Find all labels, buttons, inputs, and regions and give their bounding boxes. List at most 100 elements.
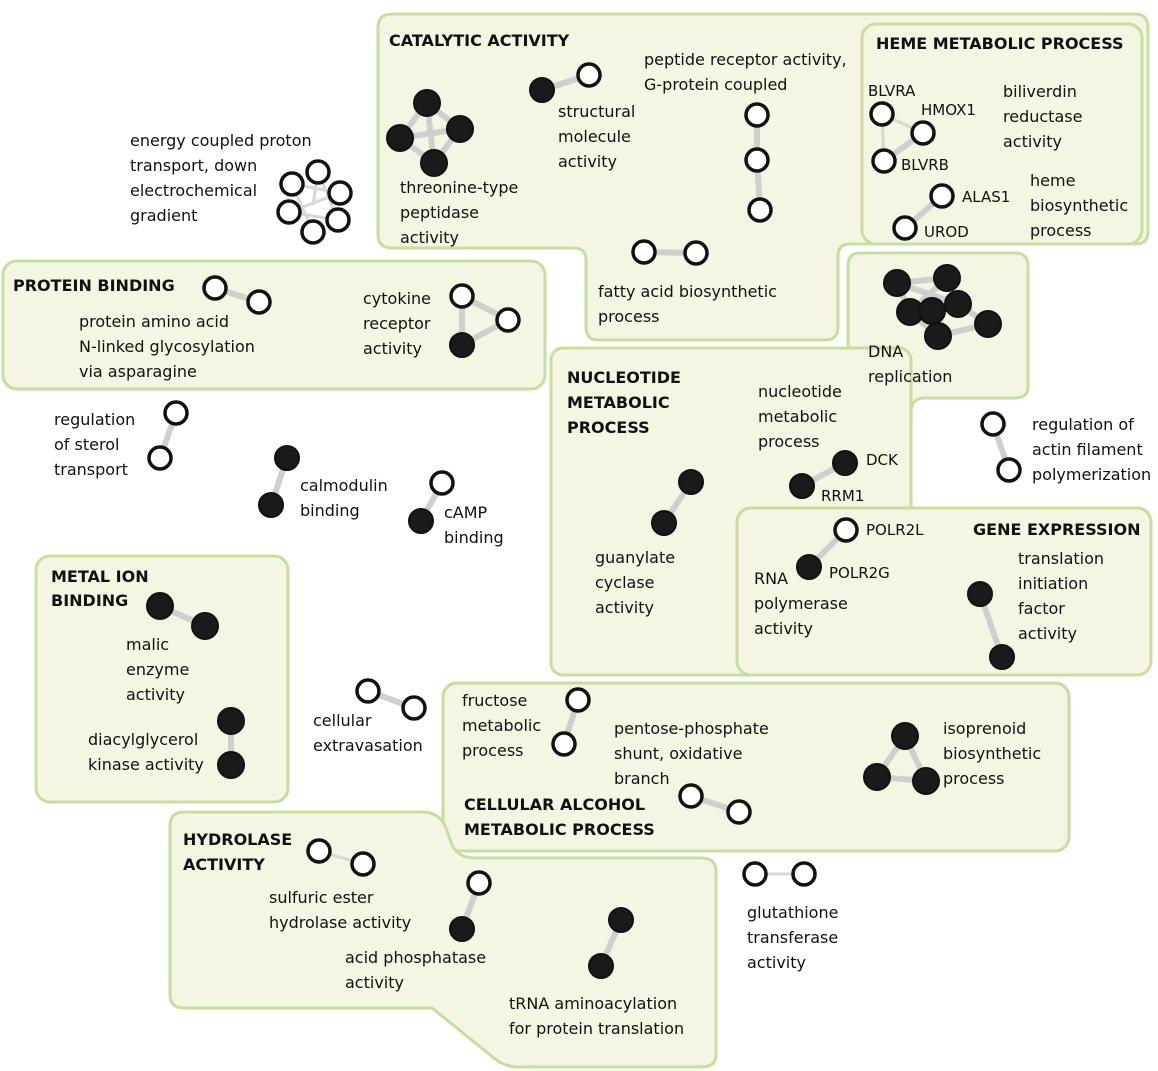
node bbox=[747, 197, 773, 223]
node bbox=[918, 297, 946, 325]
label-calmodulin-binding: calmodulin binding bbox=[300, 476, 393, 520]
node bbox=[350, 851, 376, 877]
node-RRM1 bbox=[789, 473, 815, 499]
node bbox=[744, 102, 770, 128]
node bbox=[863, 763, 891, 791]
node bbox=[446, 115, 474, 143]
group-title-nucleotide-metabolic-process: NUCLEOTIDE METABOLIC PROCESS bbox=[567, 368, 687, 437]
label-malic-enzyme: malic enzyme activity bbox=[126, 635, 194, 704]
label-diacylglycerol-kinase: diacylglycerol kinase activity bbox=[88, 730, 204, 774]
gene-label-HMOX1: HMOX1 bbox=[921, 101, 976, 119]
node bbox=[163, 400, 189, 426]
gene-label-DCK: DCK bbox=[866, 451, 899, 469]
node bbox=[429, 470, 455, 496]
label-isoprenoid-biosynthetic: isoprenoid biosynthetic process bbox=[943, 719, 1046, 788]
label-protein-amino-acid-glycosylation: protein amino acid N-linked glycosylatio… bbox=[79, 312, 260, 381]
node bbox=[791, 861, 817, 887]
node bbox=[651, 510, 677, 536]
label-regulation-of-actin-filament: regulation of actin filament polymerizat… bbox=[1032, 415, 1151, 484]
node bbox=[883, 269, 911, 297]
node bbox=[276, 199, 302, 225]
label-trna-aminoacylation: tRNA aminoacylation for protein translat… bbox=[509, 994, 684, 1038]
node bbox=[217, 751, 245, 779]
group-title-protein-binding: PROTEIN BINDING bbox=[13, 276, 175, 295]
group-title-catalytic-activity: CATALYTIC ACTIVITY bbox=[389, 31, 570, 50]
group-box-metal-ion-binding bbox=[34, 554, 290, 804]
node bbox=[924, 322, 952, 350]
label-cytokine-receptor: cytokine receptor activity bbox=[363, 289, 436, 358]
node bbox=[274, 445, 300, 471]
node bbox=[495, 307, 521, 333]
group-title-cellular-alcohol-metabolic-process: CELLULAR ALCOHOL METABOLIC PROCESS bbox=[464, 795, 655, 839]
node bbox=[996, 457, 1022, 483]
label-structural-molecule-activity: structural molecule activity bbox=[558, 102, 640, 171]
node bbox=[744, 147, 770, 173]
group-title-hydrolase-activity: HYDROLASE ACTIVITY bbox=[183, 830, 298, 874]
node bbox=[529, 77, 555, 103]
node-HMOX1 bbox=[910, 120, 936, 146]
node bbox=[306, 838, 332, 864]
node bbox=[386, 124, 414, 152]
node bbox=[246, 289, 272, 315]
label-camp-binding: cAMP binding bbox=[444, 503, 504, 547]
label-heme-biosynthetic: heme biosynthetic process bbox=[1030, 171, 1133, 240]
label-sulfuric-ester-hydrolase: sulfuric ester hydrolase activity bbox=[269, 888, 411, 932]
label-glutathione-transferase: glutathione transferase activity bbox=[747, 903, 844, 972]
label-guanylate-cyclase: guanylate cyclase activity bbox=[595, 548, 680, 617]
label-threonine-type-peptidase: threonine-type peptidase activity bbox=[400, 178, 523, 247]
node bbox=[967, 581, 993, 607]
label-fatty-acid-biosynthetic: fatty acid biosynthetic process bbox=[598, 282, 782, 326]
node bbox=[355, 678, 381, 704]
node bbox=[631, 239, 657, 265]
nodes bbox=[146, 62, 1022, 979]
gene-label-POLR2G: POLR2G bbox=[829, 564, 890, 582]
node bbox=[305, 159, 331, 185]
node bbox=[325, 207, 351, 233]
label-acid-phosphatase: acid phosphatase activity bbox=[345, 948, 491, 992]
node bbox=[683, 240, 709, 266]
node bbox=[891, 722, 919, 750]
node-UROD bbox=[892, 215, 918, 241]
label-pentose-phosphate-shunt: pentose-phosphate shunt, oxidative branc… bbox=[614, 719, 774, 788]
gene-label-RRM1: RRM1 bbox=[821, 487, 864, 505]
node-POLR2L bbox=[833, 517, 859, 543]
node bbox=[933, 264, 961, 292]
label-nucleotide-metabolic-process: nucleotide metabolic process bbox=[758, 382, 847, 451]
node bbox=[726, 799, 752, 825]
gene-label-ALAS1: ALAS1 bbox=[962, 188, 1010, 206]
node bbox=[449, 916, 475, 942]
label-regulation-of-sterol-transport: regulation of sterol transport bbox=[54, 410, 140, 479]
node bbox=[974, 310, 1002, 338]
gene-label-BLVRB: BLVRB bbox=[901, 156, 949, 174]
label-cellular-extravasation: cellular extravasation bbox=[313, 711, 423, 755]
node bbox=[147, 445, 173, 471]
node bbox=[565, 687, 591, 713]
gene-label-UROD: UROD bbox=[924, 223, 969, 241]
node bbox=[678, 469, 704, 495]
gene-label-POLR2L: POLR2L bbox=[866, 521, 924, 539]
node bbox=[449, 332, 475, 358]
node bbox=[413, 89, 441, 117]
node bbox=[989, 644, 1015, 670]
node bbox=[466, 870, 492, 896]
group-box-gene-expression bbox=[735, 506, 1153, 677]
node-POLR2G bbox=[796, 554, 822, 580]
node bbox=[401, 695, 427, 721]
label-dna-replication: DNA replication bbox=[868, 342, 952, 386]
node bbox=[408, 508, 434, 534]
group-box-protein-binding bbox=[1, 259, 547, 391]
node-ALAS1 bbox=[929, 183, 955, 209]
node bbox=[678, 783, 704, 809]
label-biliverdin-reductase: biliverdin reductase activity bbox=[1003, 82, 1088, 151]
node bbox=[191, 612, 219, 640]
group-title-metal-ion-binding: METAL ION BINDING bbox=[51, 567, 154, 610]
node-BLVRA bbox=[869, 101, 895, 127]
node bbox=[300, 219, 326, 245]
node bbox=[980, 411, 1006, 437]
group-title-heme-metabolic-process: HEME METABOLIC PROCESS bbox=[876, 34, 1124, 53]
node bbox=[551, 731, 577, 757]
node bbox=[279, 171, 305, 197]
node bbox=[944, 290, 972, 318]
node bbox=[327, 180, 353, 206]
